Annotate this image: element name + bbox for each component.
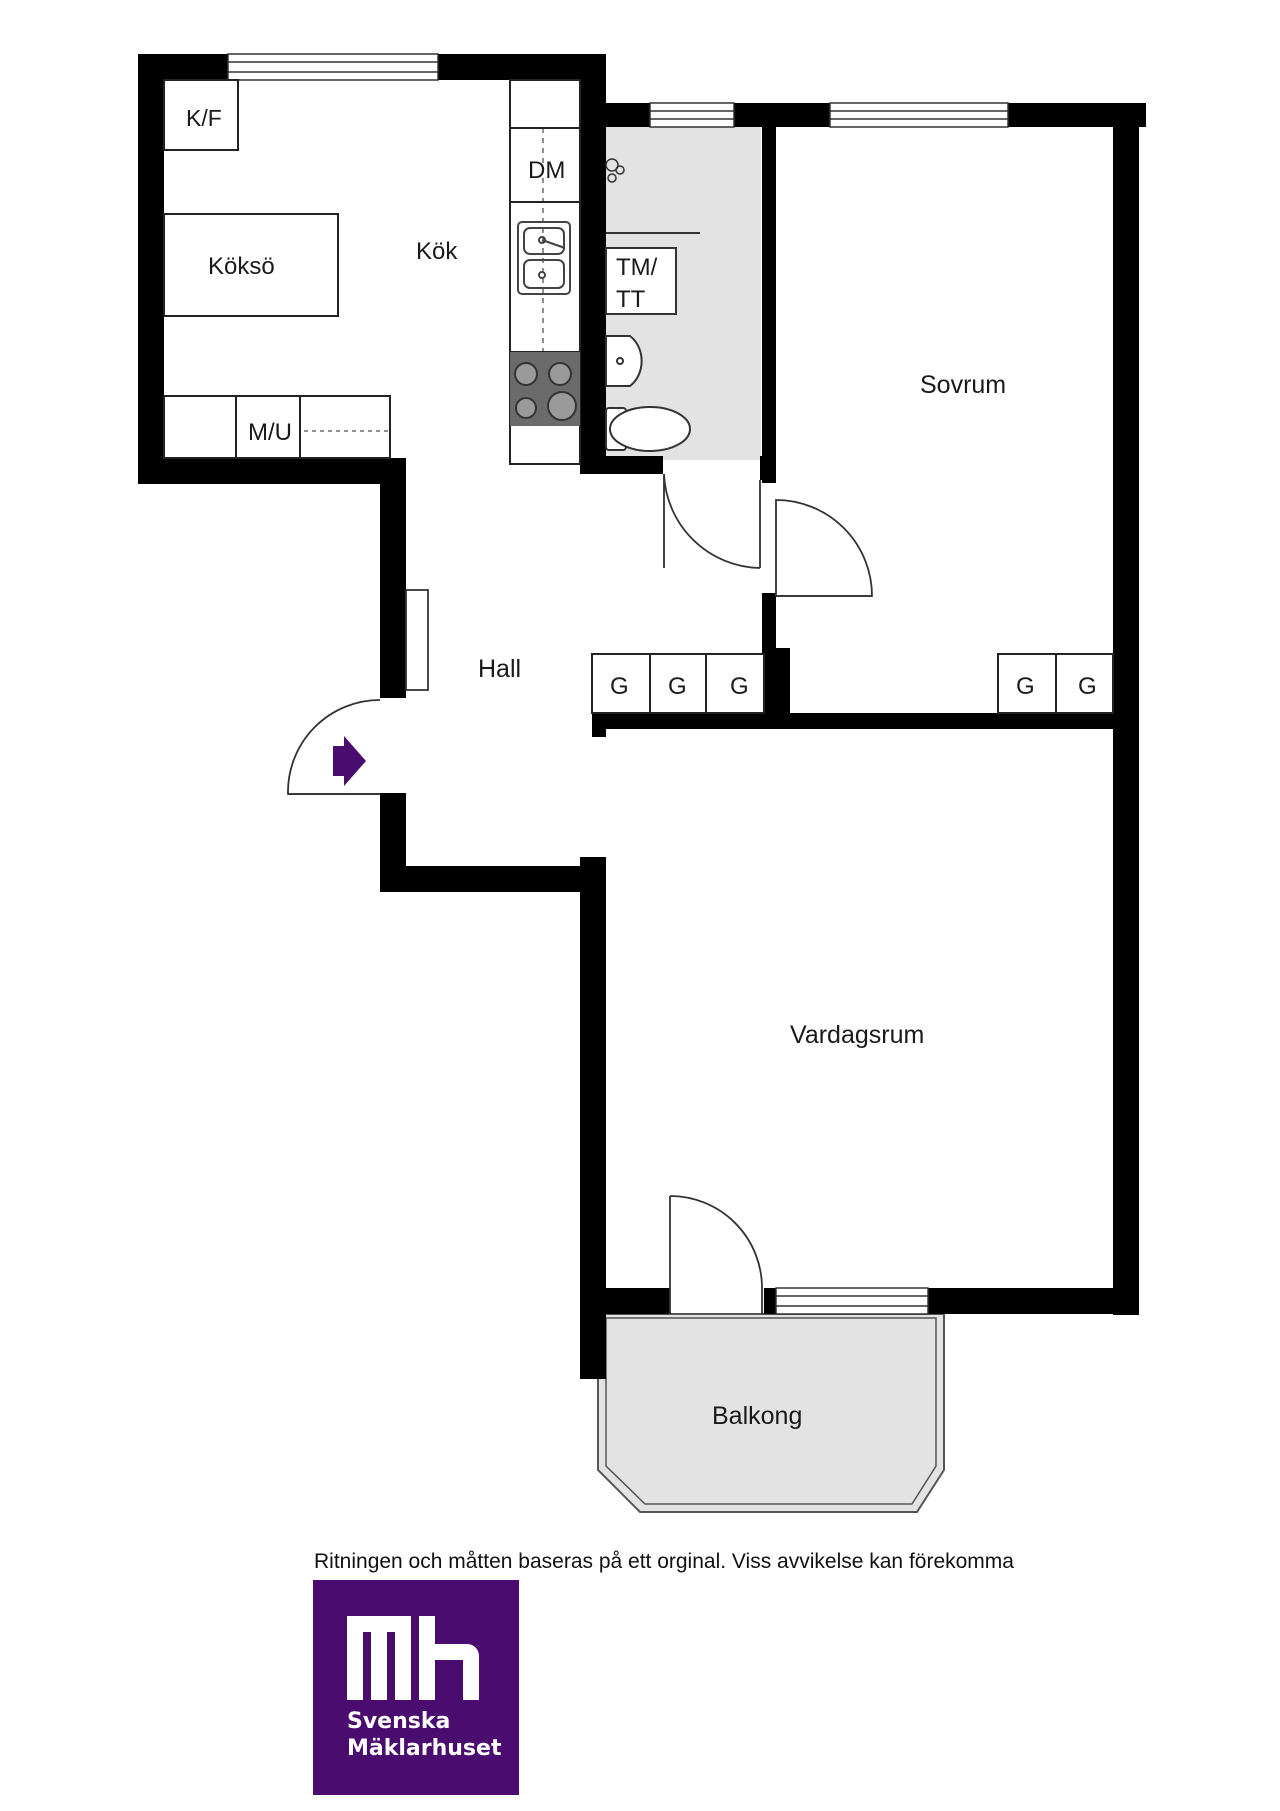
walls bbox=[138, 54, 1146, 1379]
washbasin-icon bbox=[605, 335, 643, 387]
shower-icon bbox=[605, 158, 625, 183]
label-sovrum: Sovrum bbox=[920, 371, 1006, 399]
windows bbox=[227, 53, 1009, 1315]
label-wardrobe-5: G bbox=[1078, 673, 1097, 700]
label-tm-1: TM/ bbox=[616, 254, 658, 281]
label-vardagsrum: Vardagsrum bbox=[790, 1021, 924, 1049]
washer-dryer bbox=[605, 247, 677, 315]
wardrobes bbox=[591, 653, 1114, 714]
logo-mark-icon bbox=[347, 1616, 479, 1700]
logo-text: Svenska Mäklarhuset bbox=[347, 1708, 501, 1762]
label-tm-2: TT bbox=[616, 286, 646, 313]
label-kok: Kök bbox=[416, 238, 458, 265]
label-wardrobe-1: G bbox=[610, 673, 629, 700]
stove-icon bbox=[510, 352, 580, 426]
label-hall: Hall bbox=[478, 655, 521, 683]
floor-plan: K/F DM Kök Köksö TM/ TT M/U Sovrum Hall … bbox=[138, 53, 1146, 1513]
kitchen-island bbox=[163, 213, 339, 317]
toilet-icon bbox=[605, 406, 691, 452]
hall-shelf bbox=[405, 589, 429, 691]
label-balkong: Balkong bbox=[712, 1402, 802, 1430]
fridge-freezer bbox=[163, 79, 239, 151]
label-mu: M/U bbox=[248, 419, 292, 446]
logo-line-2: Mäklarhuset bbox=[347, 1736, 502, 1761]
disclaimer-text: Ritningen och måtten baseras på ett orgi… bbox=[314, 1550, 1014, 1573]
lower-counter bbox=[163, 395, 391, 459]
label-wardrobe-4: G bbox=[1016, 673, 1035, 700]
company-logo: Svenska Mäklarhuset bbox=[313, 1580, 519, 1795]
counter-right bbox=[509, 79, 581, 465]
doors bbox=[287, 473, 873, 1314]
sink-icon bbox=[517, 221, 571, 295]
bathroom-fixtures bbox=[605, 158, 700, 452]
label-wardrobe-2: G bbox=[668, 673, 687, 700]
label-dm: DM bbox=[528, 157, 565, 184]
logo-line-1: Svenska bbox=[347, 1709, 451, 1734]
label-kokso: Köksö bbox=[208, 253, 275, 280]
label-kf: K/F bbox=[186, 105, 222, 131]
label-wardrobe-3: G bbox=[730, 673, 749, 700]
entrance-arrow-icon bbox=[333, 736, 366, 786]
